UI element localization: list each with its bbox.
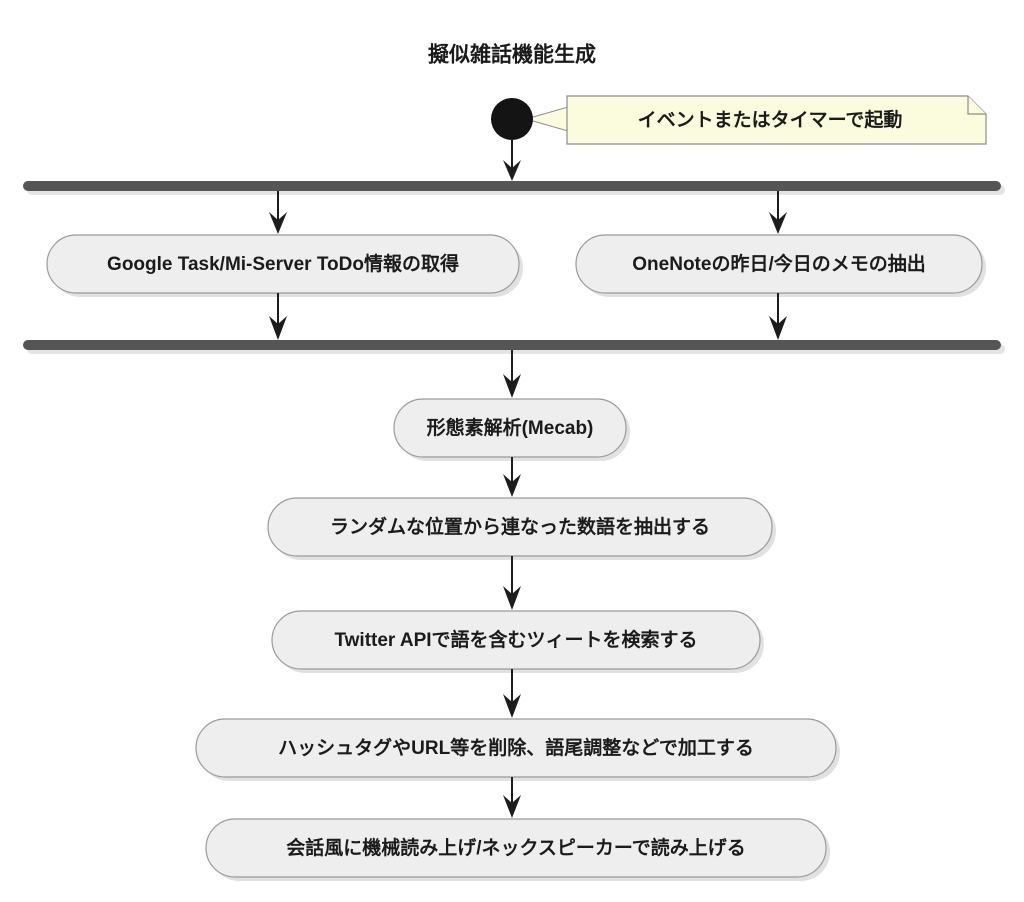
flow-start-to-fork xyxy=(503,139,521,181)
activity-onenote[interactable]: OneNoteの昨日/今日のメモの抽出 xyxy=(575,234,986,297)
flow-twitter-search-to-clean-text xyxy=(503,669,521,718)
initial-node xyxy=(491,98,533,140)
flow-onenote-to-join xyxy=(769,293,787,340)
activity-label: Google Task/Mi-Server ToDo情報の取得 xyxy=(107,252,459,275)
join-bar xyxy=(23,340,1005,354)
activity-speak[interactable]: 会話風に機械読み上げ/ネックスピーカーで読み上げる xyxy=(205,818,830,881)
flow-fork-to-onenote xyxy=(769,191,787,234)
activity-label: 形態素解析(Mecab) xyxy=(427,416,594,439)
flow-fork-to-google-task xyxy=(269,191,287,234)
activity-twitter-search[interactable]: Twitter APIで語を含むツィートを検索する xyxy=(271,610,764,673)
note-fold-corner xyxy=(967,96,986,115)
flow-random-extract-to-twitter-search xyxy=(503,556,521,610)
activity-label: 会話風に機械読み上げ/ネックスピーカーで読み上げる xyxy=(286,836,746,859)
fork-bar xyxy=(23,181,1005,195)
note-callout: イベントまたはタイマーで起動 xyxy=(566,95,987,145)
activity-random-extract[interactable]: ランダムな位置から連なった数語を抽出する xyxy=(267,497,776,560)
note-body xyxy=(566,95,987,145)
flow-join-to-mecab xyxy=(503,350,521,398)
note-label: イベントまたはタイマーで起動 xyxy=(638,109,903,131)
flow-mecab-to-random-extract xyxy=(503,457,521,497)
activity-google-task[interactable]: Google Task/Mi-Server ToDo情報の取得 xyxy=(46,234,523,297)
flow-google-task-to-join xyxy=(269,293,287,340)
page-title: 擬似雑話機能生成 xyxy=(428,43,596,67)
activity-mecab[interactable]: 形態素解析(Mecab) xyxy=(393,398,630,461)
activity-label: OneNoteの昨日/今日のメモの抽出 xyxy=(632,252,925,275)
activity-label: ランダムな位置から連なった数語を抽出する xyxy=(330,515,710,538)
activity-label: ハッシュタグやURL等を削除、語尾調整などで加工する xyxy=(278,736,754,759)
activity-clean-text[interactable]: ハッシュタグやURL等を削除、語尾調整などで加工する xyxy=(195,718,840,781)
activity-label: Twitter APIで語を含むツィートを検索する xyxy=(334,628,697,651)
flow-clean-text-to-speak xyxy=(503,777,521,818)
